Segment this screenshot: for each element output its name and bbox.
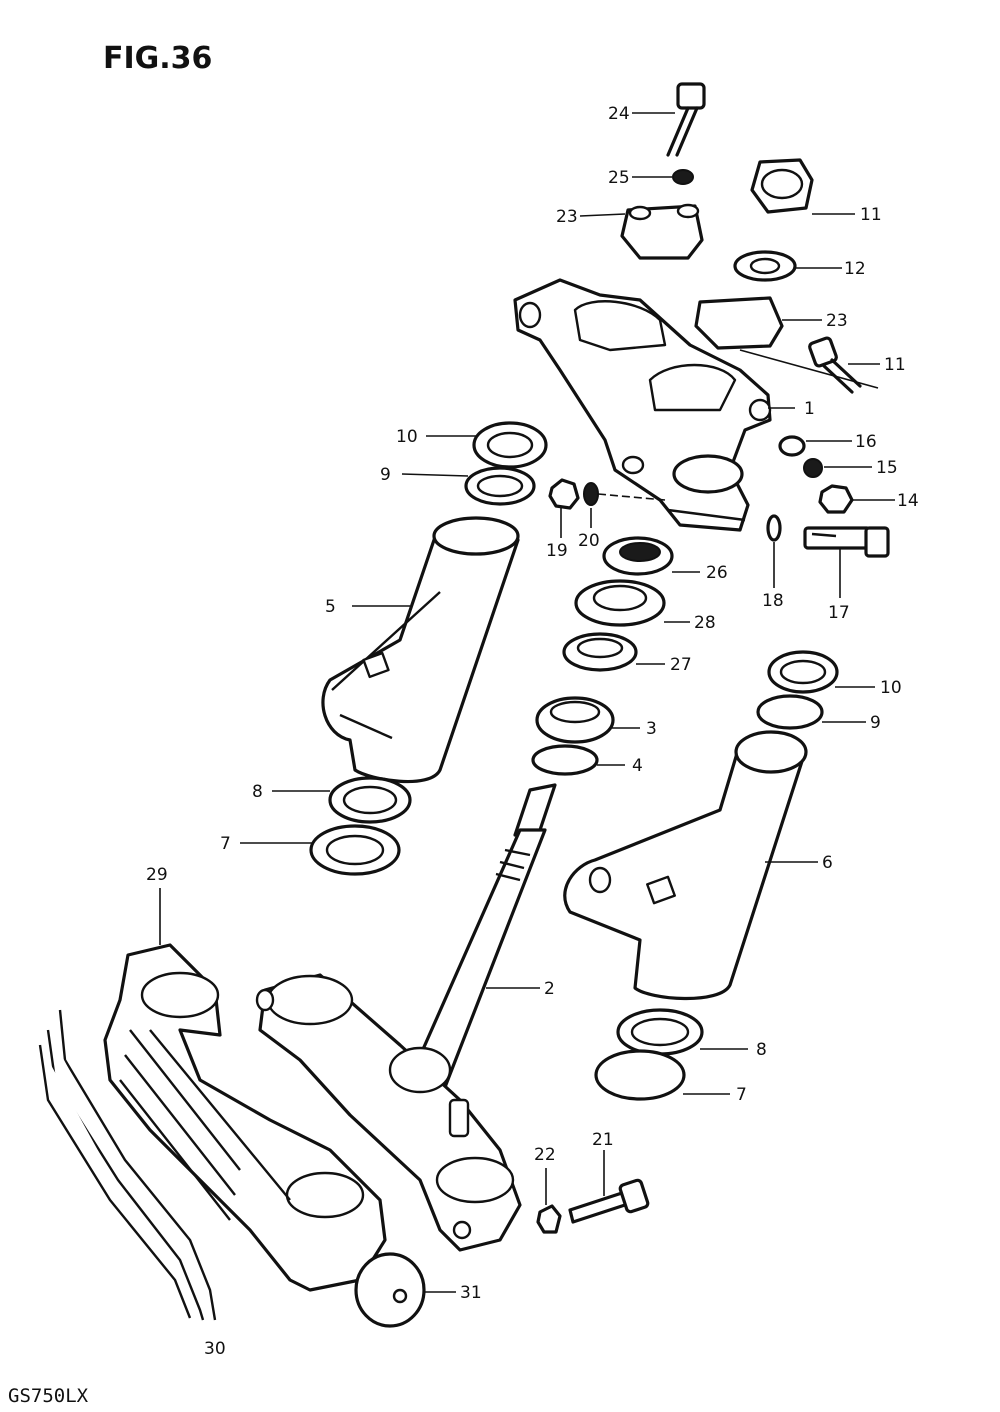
callout-18: 18	[762, 591, 784, 611]
callout-7-right: 7	[736, 1085, 747, 1105]
callout-28: 28	[694, 613, 716, 633]
part-17-bolt	[803, 526, 890, 558]
callout-26: 26	[706, 563, 728, 583]
part-4-seal	[531, 744, 599, 776]
callout-8-left: 8	[252, 782, 263, 802]
callout-14: 14	[897, 491, 919, 511]
part-8-ring-right	[616, 1008, 704, 1056]
callout-12: 12	[844, 259, 866, 279]
callout-22: 22	[534, 1145, 556, 1165]
part-14-nut	[818, 484, 854, 514]
callout-27: 27	[670, 655, 692, 675]
callout-20: 20	[578, 531, 600, 551]
callout-19: 19	[546, 541, 568, 561]
callout-23-upper: 23	[556, 207, 578, 227]
callout-16: 16	[855, 432, 877, 452]
callout-17: 17	[828, 603, 850, 623]
part-9-ring-left	[464, 466, 536, 506]
part-1-upper-bracket	[513, 278, 772, 532]
callout-25: 25	[608, 168, 630, 188]
part-31-cap	[354, 1252, 426, 1328]
callout-30: 30	[204, 1339, 226, 1359]
part-28-bearing	[574, 579, 666, 627]
part-9-ring-right	[756, 694, 824, 730]
callout-9-right: 9	[870, 713, 881, 733]
callout-3: 3	[646, 719, 657, 739]
callout-24: 24	[608, 104, 630, 124]
part-3-bearing	[535, 696, 615, 744]
figure-title: FIG.36	[103, 41, 212, 76]
part-15-lock-washer	[803, 458, 823, 478]
part-8-ring-left	[328, 776, 412, 824]
part-23-clamp-lower	[694, 296, 784, 350]
callout-29: 29	[146, 865, 168, 885]
part-30-trim-strips	[38, 1009, 217, 1321]
part-20-washer	[583, 482, 599, 506]
callout-9-left: 9	[380, 465, 391, 485]
callout-7-left: 7	[220, 834, 231, 854]
callouts: 24 25 23 11 12 23 11 1 16 15 14 10 9 19 …	[146, 104, 919, 1359]
callout-11-nut: 11	[860, 205, 882, 225]
part-5-fork-cover-left	[321, 516, 520, 784]
part-19-nut	[548, 478, 580, 510]
callout-23-lower: 23	[826, 311, 848, 331]
part-7-ring-right	[594, 1049, 686, 1101]
callout-5: 5	[325, 597, 336, 617]
callout-10-right: 10	[880, 678, 902, 698]
callout-11-bolt: 11	[884, 355, 906, 375]
part-22-nut	[536, 1204, 562, 1234]
callout-15: 15	[876, 458, 898, 478]
part-2-steering-stem	[255, 783, 557, 1252]
callout-1: 1	[804, 399, 815, 419]
callout-10-left: 10	[396, 427, 418, 447]
part-18-washer	[766, 514, 782, 542]
part-26-seal	[602, 536, 674, 576]
part-24-bolt	[666, 82, 706, 157]
part-10-ring-left	[472, 421, 548, 469]
part-10-ring-right	[767, 650, 839, 694]
part-6-fork-cover-right	[563, 730, 808, 1001]
callout-8-right: 8	[756, 1040, 767, 1060]
callout-21: 21	[592, 1130, 614, 1150]
callout-4: 4	[632, 756, 643, 776]
part-7-ring-left	[309, 824, 401, 876]
part-21-bolt	[568, 1178, 650, 1224]
part-16-washer	[778, 435, 806, 457]
callout-2: 2	[544, 979, 555, 999]
callout-6: 6	[822, 853, 833, 873]
part-27-race	[562, 632, 638, 672]
model-code: GS750LX	[8, 1385, 89, 1407]
part-25-washer	[672, 169, 694, 185]
part-11-bolt	[808, 336, 862, 394]
callout-31: 31	[460, 1283, 482, 1303]
